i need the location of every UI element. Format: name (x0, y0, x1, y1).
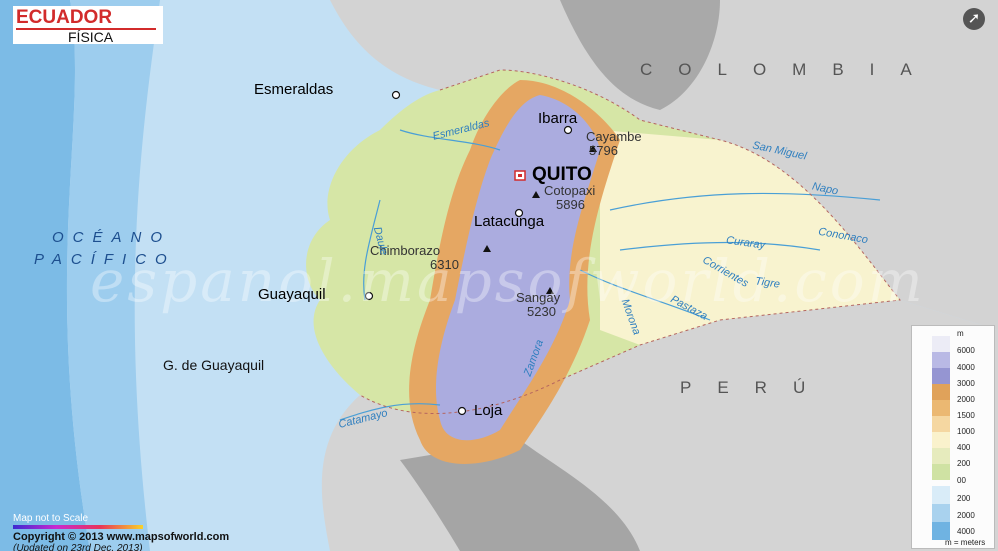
land-colombia (330, 0, 998, 330)
legend-label: 400 (957, 443, 971, 452)
compass-icon: ➚ (963, 8, 985, 30)
peak-name: Cayambe (586, 129, 642, 144)
river-lines (339, 129, 881, 421)
river-catamayo-line (339, 403, 441, 421)
river-esmeraldas-line (399, 129, 501, 151)
brand-color-bar (13, 525, 143, 529)
legend-label: 4000 (957, 363, 975, 372)
city-marker-esmeraldas (391, 90, 401, 100)
land-ecuador-oriente (600, 130, 900, 345)
city-marker-loja (457, 406, 467, 416)
legend-label: 200 (957, 494, 971, 503)
legend-label: 1000 (957, 427, 975, 436)
legend-label: 1500 (957, 411, 975, 420)
peak-elevation: 5230 (527, 304, 556, 319)
peak-name: Cotopaxi (544, 183, 596, 198)
title-underline (16, 28, 156, 30)
legend-swatch-400 (932, 432, 950, 448)
legend-label: 3000 (957, 379, 975, 388)
legend-swatch-2000 (932, 384, 950, 400)
label-ocean-line1: OCÉANO (52, 229, 172, 246)
legend-label: 2000 (957, 395, 975, 404)
label-colombia: COLOMBIA (640, 60, 938, 79)
peak-elevation: 5796 (589, 143, 618, 158)
peak-marker-cotopaxi (532, 191, 540, 198)
peak-marker-sangay (546, 287, 554, 294)
label-ibarra: Ibarra (538, 110, 578, 127)
legend-label: 2000 (957, 511, 975, 520)
river-pastaza-line (579, 269, 711, 321)
label-ocean-line2: PACÍFICO (34, 251, 176, 268)
legend-swatch-depth-4000 (932, 522, 950, 540)
label-loja: Loja (474, 402, 503, 419)
peak-name: Sangay (516, 290, 561, 305)
andes-highlands (435, 95, 600, 441)
map-title-box: ECUADOR FÍSICA (13, 6, 163, 45)
legend-unit: m (957, 329, 964, 338)
label-peru: PERÚ (680, 378, 832, 397)
legend-swatch-6000 (932, 336, 950, 352)
peak-elevation: 6310 (430, 257, 459, 272)
legend-swatch-00 (932, 464, 950, 480)
map-title: ECUADOR (16, 7, 113, 28)
label-quito: QUITO (532, 164, 592, 185)
label-peak-chimborazo: Chimborazo 6310 (370, 244, 459, 272)
map-footer: Map not to Scale Copyright © 2013 www.ma… (13, 513, 229, 551)
peak-marker-chimborazo (483, 245, 491, 252)
legend-label: 6000 (957, 346, 975, 355)
capital-marker-quito-dot (518, 174, 522, 177)
legend-label: 200 (957, 459, 971, 468)
peak-elevation: 5896 (556, 197, 585, 212)
peak-name: Chimborazo (370, 243, 441, 258)
legend-swatch-1500 (932, 400, 950, 416)
legend-swatch-depth-200 (932, 486, 950, 504)
ocean-mid-band (66, 0, 160, 551)
legend-swatch-depth-2000 (932, 504, 950, 522)
label-esmeraldas: Esmeraldas (254, 81, 334, 98)
scale-note: Map not to Scale (13, 513, 89, 524)
elevation-legend: m 6000 4000 3000 2000 1500 1000 400 200 … (911, 325, 995, 549)
label-latacunga: Latacunga (474, 213, 545, 230)
legend-label: 4000 (957, 527, 975, 536)
watermark: espanol.mapsofworld.com (90, 247, 926, 315)
label-peak-cotopaxi: Cotopaxi 5896 (544, 184, 595, 212)
legend-swatch-1000 (932, 416, 950, 432)
map-subtitle: FÍSICA (68, 29, 114, 45)
land-south-gray-relief (400, 440, 640, 551)
legend-label: 00 (957, 476, 966, 485)
legend-swatch-200 (932, 448, 950, 464)
city-marker-guayaquil (364, 291, 374, 301)
river-daule-line (363, 199, 381, 301)
label-gulf: G. de Guayaquil (163, 357, 265, 373)
copyright: Copyright © 2013 www.mapsofworld.com (13, 531, 230, 543)
label-guayaquil: Guayaquil (258, 286, 326, 303)
legend-swatch-4000 (932, 352, 950, 368)
city-marker-latacunga (514, 208, 524, 218)
label-peak-sangay: Sangay 5230 (516, 291, 560, 319)
peak-marker-cayambe (589, 145, 597, 152)
river-curaray-line (619, 241, 821, 251)
river-napo-line (609, 192, 881, 211)
update-note: (Updated on 23rd Dec, 2013) (13, 543, 143, 551)
legend-swatch-3000 (932, 368, 950, 384)
city-marker-ibarra (563, 125, 573, 135)
land-north-gray-relief (560, 0, 720, 110)
label-peak-cayambe: Cayambe 5796 (586, 130, 642, 158)
ocean-deep-band (0, 0, 90, 551)
legend-unit-note: m = meters (945, 538, 986, 547)
